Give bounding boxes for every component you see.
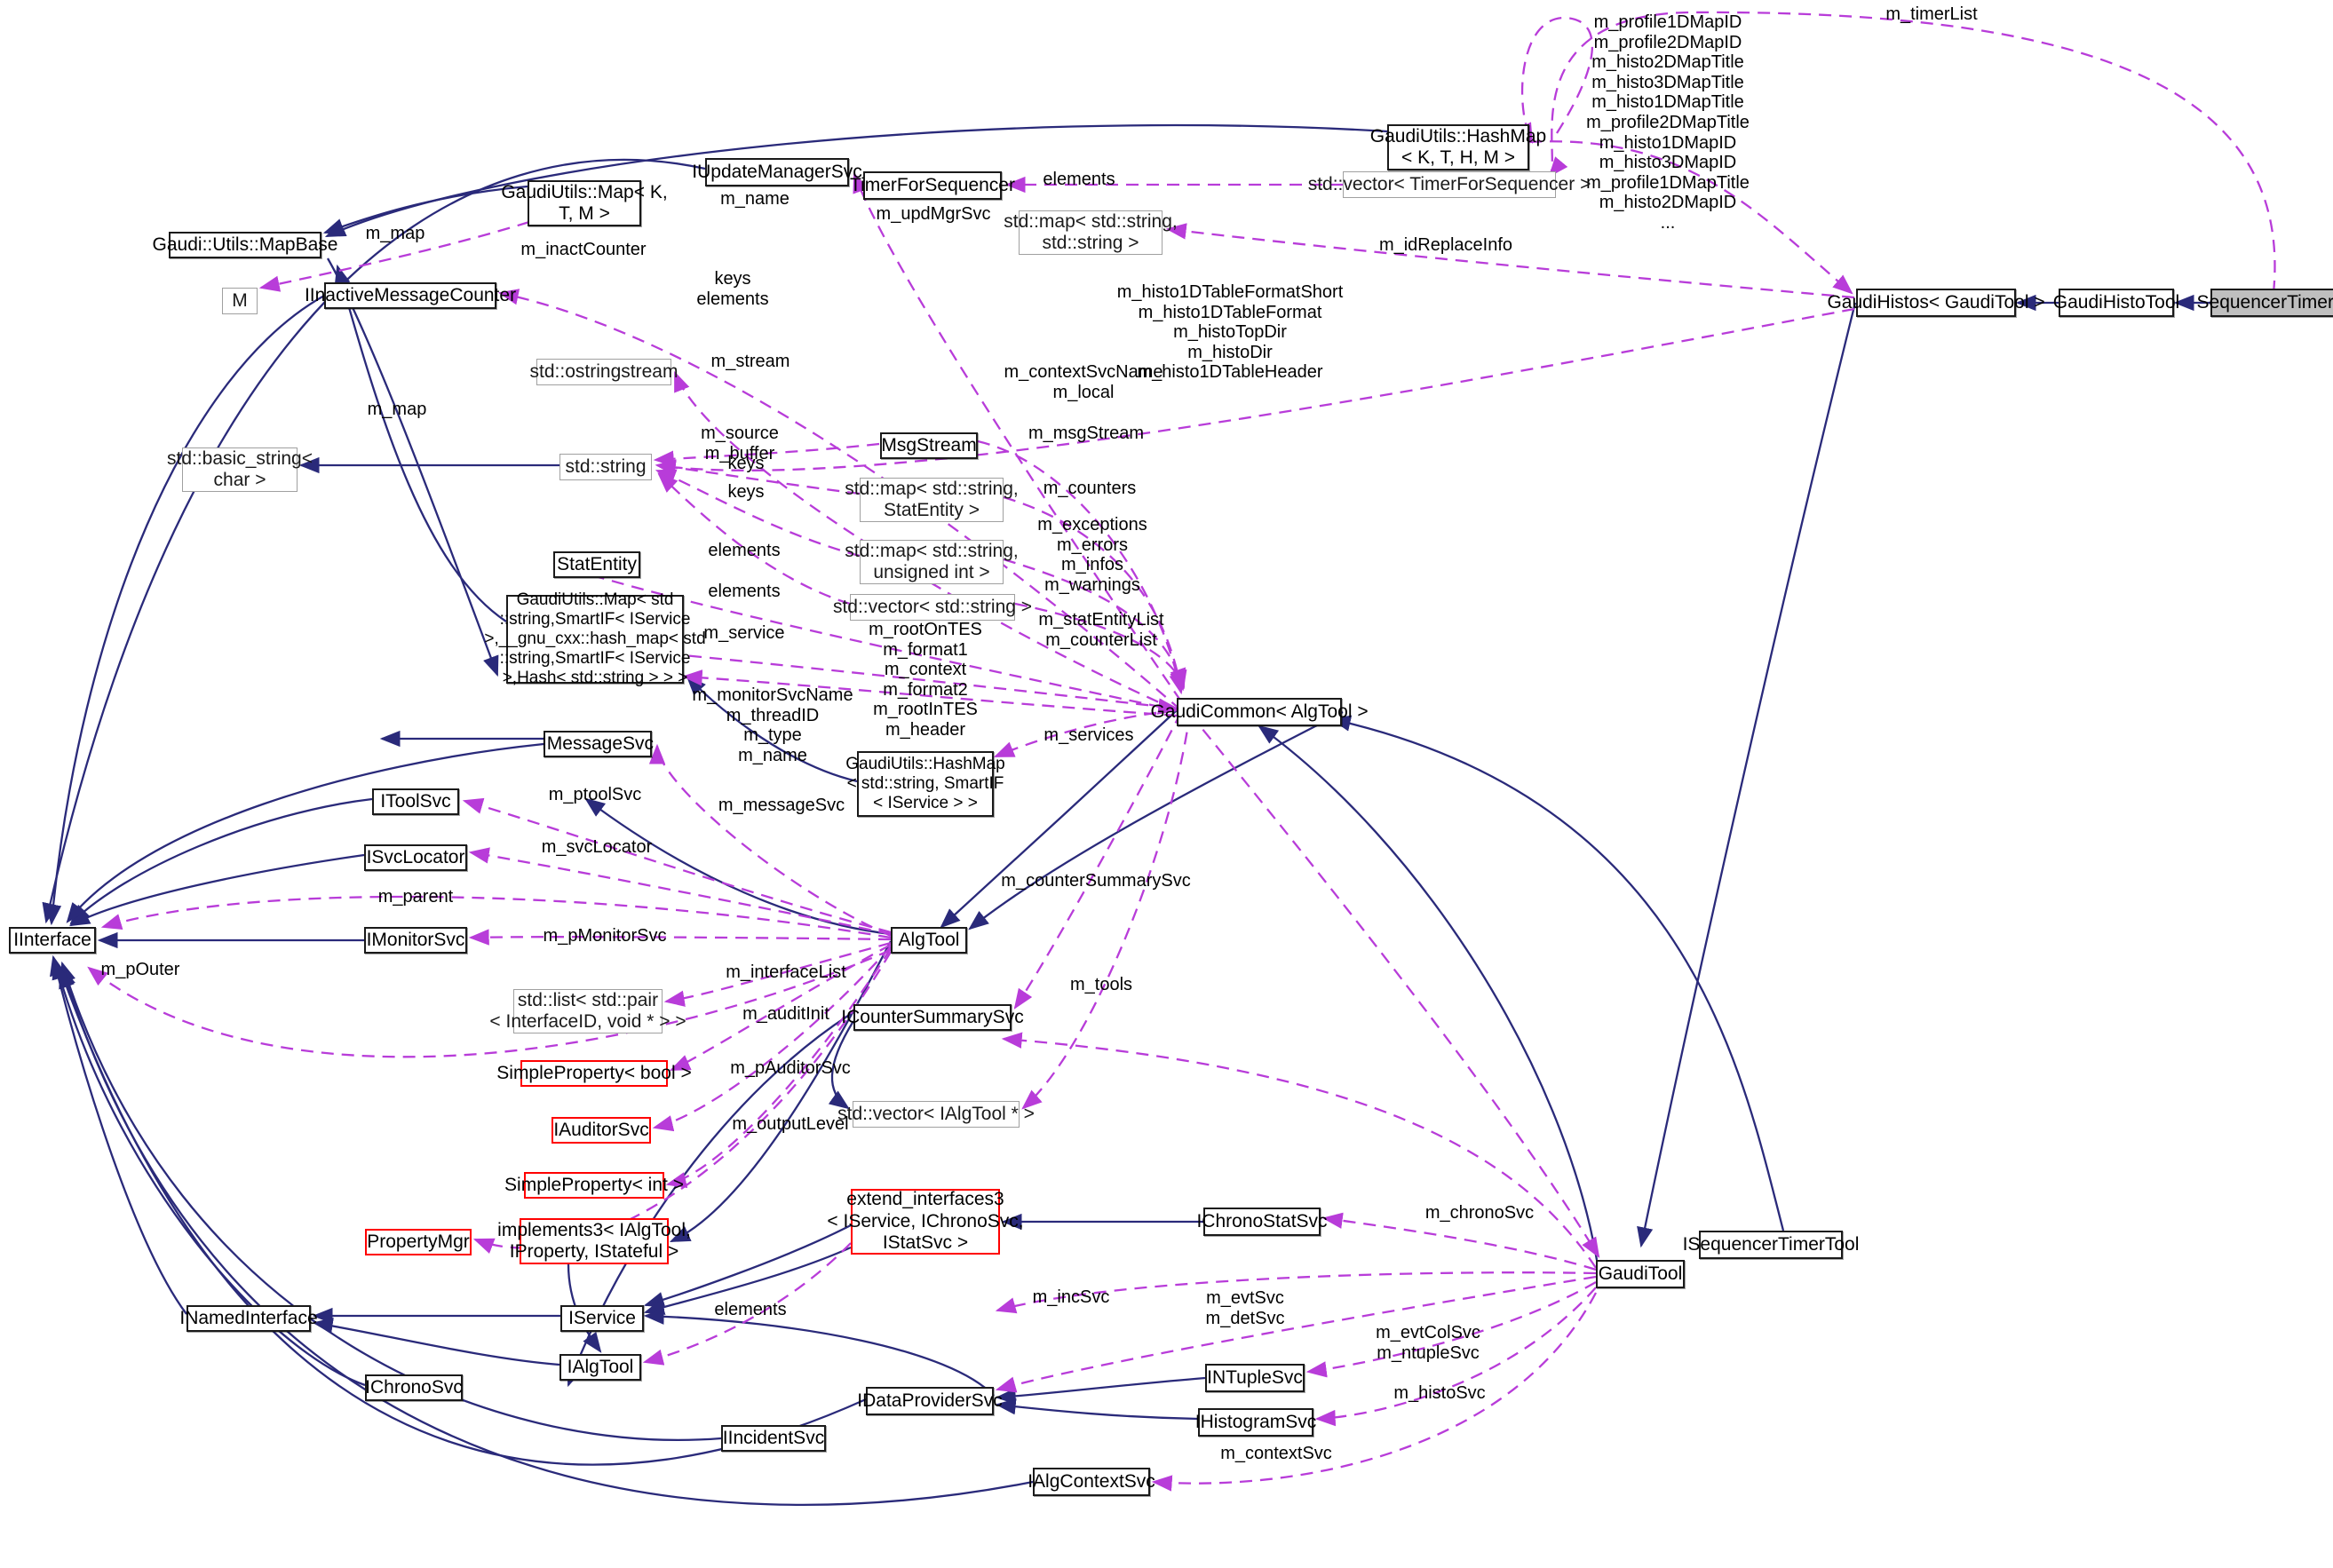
edge-label-exceptions: m_exceptions m_errors m_infos m_warnings <box>1037 515 1147 595</box>
node-map-string-uint[interactable]: std::map< std::string, unsigned int > <box>845 540 1019 584</box>
node-msgstream[interactable]: MsgStream <box>880 432 978 459</box>
edge-label-histosvc: m_histoSvc <box>1393 1383 1486 1403</box>
node-list-pair-interfaceid[interactable]: std::list< std::pair < InterfaceID, void… <box>489 989 686 1033</box>
edge-label-profile-maps: m_profile1DMapID m_profile2DMapID m_hist… <box>1586 12 1750 233</box>
edge-label-monitorsvcname: m_monitorSvcName m_threadID m_type m_nam… <box>692 685 853 765</box>
node-extend-interfaces3[interactable]: extend_interfaces3 < IService, IChronoSv… <box>827 1189 1024 1255</box>
node-gaudiutils-map-ktm[interactable]: GaudiUtils::Map< K, T, M > <box>501 180 668 226</box>
node-iinactivemessagecounter[interactable]: IInactiveMessageCounter <box>305 282 516 309</box>
node-imonitorsvc[interactable]: IMonitorSvc <box>364 927 467 954</box>
edge-label-services: m_services <box>1044 725 1134 745</box>
edge-label-keys-elements: keys elements <box>696 269 769 309</box>
node-iservice[interactable]: IService <box>560 1305 644 1332</box>
edge-label-elements-4: elements <box>714 1300 787 1319</box>
edge-label-interfacelist: m_interfaceList <box>726 962 846 982</box>
node-intuplesvc[interactable]: INTupleSvc <box>1205 1364 1305 1392</box>
node-simpleproperty-bool[interactable]: SimpleProperty< bool > <box>496 1060 692 1087</box>
node-implements3[interactable]: implements3< IAlgTool, IProperty, IState… <box>497 1218 691 1264</box>
edge-label-map-1: m_map <box>365 224 425 243</box>
edge-label-msgstream: m_msgStream <box>1028 424 1145 443</box>
node-iinterface[interactable]: IInterface <box>9 927 96 954</box>
edge-label-idreplaceinfo: m_idReplaceInfo <box>1378 235 1513 255</box>
edge-label-counters: m_counters <box>1043 479 1137 498</box>
edge-label-svclocator: m_svcLocator <box>541 837 653 857</box>
edge-label-parent: m_parent <box>377 887 454 907</box>
node-std-string[interactable]: std::string <box>559 454 652 480</box>
edge-label-map-2: m_map <box>367 400 427 419</box>
node-gaudicommon-algtool[interactable]: GaudiCommon< AlgTool > <box>1150 698 1369 726</box>
edge-label-service: m_service <box>703 623 785 643</box>
node-imessagesvc[interactable]: IMessageSvc <box>542 731 654 757</box>
edge-label-evtsvc: m_evtSvc m_detSvc <box>1205 1288 1285 1328</box>
edge-label-contextsvc: m_contextSvc <box>1220 1444 1332 1463</box>
node-map-string-string[interactable]: std::map< std::string, std::string > <box>1004 210 1178 255</box>
node-algtool[interactable]: AlgTool <box>891 927 967 954</box>
edge-label-tools: m_tools <box>1069 975 1133 994</box>
node-sequencertimertool[interactable]: SequencerTimerTool <box>2197 289 2333 317</box>
edge-label-incsvc: m_incSvc <box>1032 1287 1110 1307</box>
edge-label-updmgrsvc: m_updMgrSvc <box>876 204 991 224</box>
edge-label-source-buffer: m_source m_buffer <box>701 424 779 463</box>
node-simpleproperty-int[interactable]: SimpleProperty< int > <box>504 1172 684 1199</box>
edge-label-pouter: m_pOuter <box>100 960 180 979</box>
node-gaudihistos-gauditool[interactable]: GaudiHistos< GaudiTool > <box>1827 289 2045 317</box>
node-vector-ialgtool[interactable]: std::vector< IAlgTool * > <box>837 1101 1035 1128</box>
edge-label-inactcounter: m_inactCounter <box>520 240 647 259</box>
edge-label-statentitylist: m_statEntityList m_counterList <box>1038 610 1164 650</box>
node-propertymgr[interactable]: PropertyMgr <box>365 1229 472 1255</box>
edge-label-auditinit: m_auditInit <box>742 1004 829 1024</box>
edge-label-evtcolsvc: m_evtColSvc m_ntupleSvc <box>1376 1323 1480 1363</box>
node-gaudiutils-map-smartif[interactable]: GaudiUtils::Map< std ::string,SmartIF< I… <box>484 590 706 688</box>
node-gaudihistotool[interactable]: GaudiHistoTool <box>2053 289 2179 317</box>
edge-label-ptoolsvc: m_ptoolSvc <box>548 785 642 804</box>
edge-label-elements-3: elements <box>708 582 781 601</box>
node-ichronosvc[interactable]: IChronoSvc <box>365 1374 463 1401</box>
node-icountersummarysvc[interactable]: ICounterSummarySvc <box>841 1004 1024 1031</box>
node-gauditool[interactable]: GaudiTool <box>1596 1260 1685 1288</box>
edge-label-pmonitorsvc: m_pMonitorSvc <box>543 926 667 946</box>
node-map-string-statentity[interactable]: std::map< std::string, StatEntity > <box>845 478 1019 522</box>
edge-label-chronosvc: m_chronoSvc <box>1424 1203 1535 1223</box>
node-isvclocator[interactable]: ISvcLocator <box>364 844 467 871</box>
edge-label-keys-3: keys <box>727 482 765 502</box>
node-isequencertimertool[interactable]: ISequencerTimerTool <box>1683 1231 1859 1259</box>
node-ialgtool[interactable]: IAlgTool <box>559 1354 641 1381</box>
node-gaudiutils-hashmap-smartif[interactable]: GaudiUtils::HashMap < std::string, Smart… <box>845 751 1005 817</box>
node-basic-string-char[interactable]: std::basic_string< char > <box>167 447 313 492</box>
edge-label-name: m_name <box>720 189 790 209</box>
edge-label-stream: m_stream <box>710 352 790 371</box>
node-gaudi-utils-mapbase[interactable]: Gaudi::Utils::MapBase <box>153 232 337 258</box>
edge-label-rootontes: m_rootOnTES m_format1 m_context m_format… <box>869 620 982 740</box>
edge-label-timer-list: m_timerList <box>1885 4 1978 24</box>
edge-label-messagesvc: m_messageSvc <box>718 796 845 815</box>
node-timerforsequencer[interactable]: TimerForSequencer <box>850 171 1015 200</box>
edge-label-pauditorsvc: m_pAuditorSvc <box>730 1058 851 1078</box>
edge-label-contextsvcname: m_contextSvcName m_local <box>1004 362 1163 402</box>
node-iauditorsvc[interactable]: IAuditorSvc <box>552 1117 651 1144</box>
node-m[interactable]: M <box>222 288 258 314</box>
edge-label-countersummarysvc: m_counterSummarySvc <box>1001 871 1191 891</box>
node-vector-string[interactable]: std::vector< std::string > <box>833 594 1032 621</box>
node-vector-timerforsequencer[interactable]: std::vector< TimerForSequencer > <box>1308 171 1591 198</box>
node-inamedinterface[interactable]: INamedInterface <box>179 1305 318 1332</box>
node-ihistogramsvc[interactable]: IHistogramSvc <box>1195 1408 1316 1437</box>
node-ostringstream[interactable]: std::ostringstream <box>530 359 678 385</box>
node-iincidentsvc[interactable]: IIncidentSvc <box>721 1425 826 1452</box>
node-idataprovidersvc[interactable]: IDataProviderSvc <box>857 1387 1003 1415</box>
node-ichronostatsvc[interactable]: IChronoStatSvc <box>1196 1208 1328 1236</box>
node-gaudiutils-hashmap-kthm[interactable]: GaudiUtils::HashMap < K, T, H, M > <box>1370 124 1546 170</box>
edge-label-elements-1: elements <box>1043 170 1115 189</box>
node-itoolsvc[interactable]: IToolSvc <box>372 788 459 815</box>
edge-label-histo-table-format: m_histo1DTableFormatShort m_histo1DTable… <box>1116 282 1344 383</box>
edge-label-elements-2: elements <box>708 541 781 560</box>
node-ialgcontextsvc[interactable]: IAlgContextSvc <box>1028 1468 1155 1496</box>
node-statentity[interactable]: StatEntity <box>553 551 640 578</box>
edge-label-keys-2: keys <box>727 454 765 473</box>
node-iupdatemanagersvc[interactable]: IUpdateManagerSvc <box>692 158 862 186</box>
